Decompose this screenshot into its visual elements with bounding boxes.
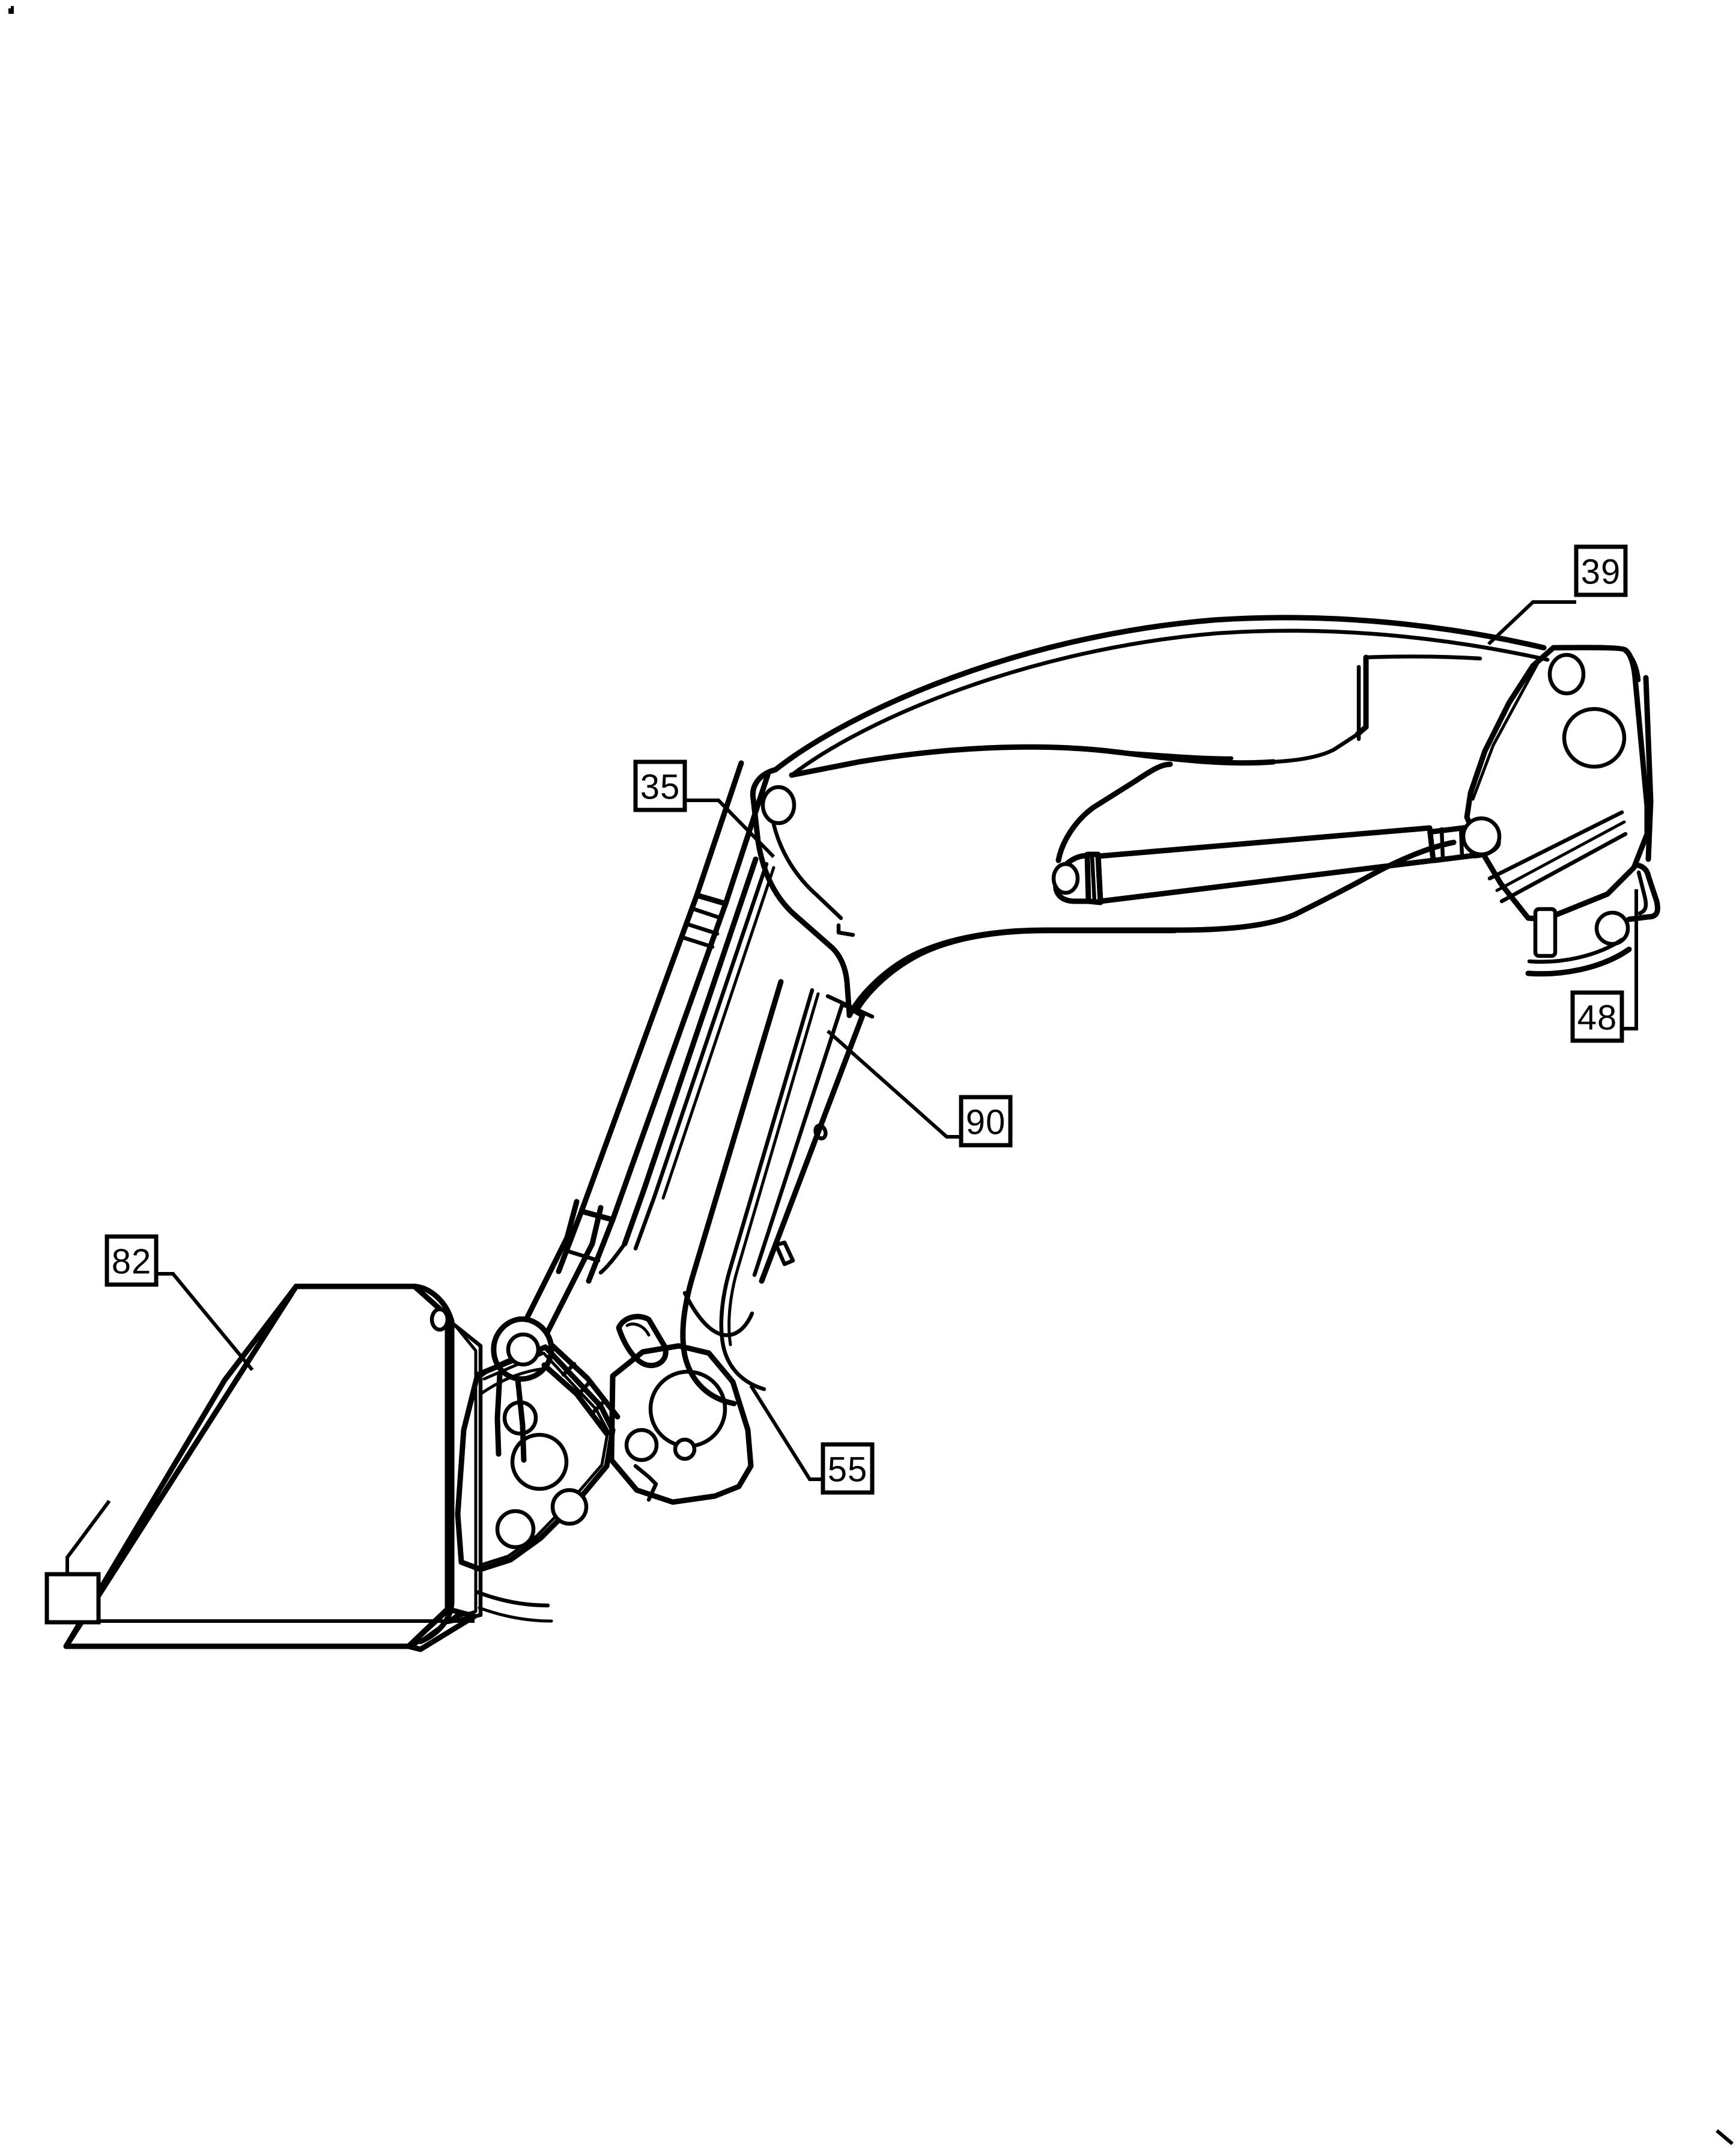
ref-label-48: 48 xyxy=(1577,999,1618,1038)
ref-box-90 xyxy=(959,1095,1013,1148)
main-boom-arm xyxy=(750,615,1550,1018)
bucket-linkage xyxy=(491,1199,621,1463)
leader-line-90 xyxy=(827,1029,961,1139)
inner-tilt-rod xyxy=(598,856,775,1275)
corner-artifact-bottom-right xyxy=(1716,2129,1734,2146)
leader-line-55 xyxy=(749,1384,823,1481)
ref-box-39 xyxy=(1574,544,1628,597)
head-mount-plate xyxy=(1461,645,1660,977)
callout-55[interactable]: 55 xyxy=(749,1384,875,1495)
ref-box-55 xyxy=(821,1442,875,1495)
ref-label-55: 55 xyxy=(828,1450,868,1489)
leader-line-48 xyxy=(1622,889,1638,1030)
callout-35[interactable]: 35 xyxy=(633,759,775,859)
leader-line-39 xyxy=(1487,600,1576,646)
leader-line-35 xyxy=(685,799,775,859)
callout-90[interactable]: 90 xyxy=(827,1029,1013,1148)
bucket-assembly xyxy=(63,1283,553,1652)
ref-label-35: 35 xyxy=(640,768,681,807)
reference-callouts: 39 35 48 90 xyxy=(44,544,1638,1625)
callout-39[interactable]: 39 xyxy=(1487,544,1628,646)
ref-box-35 xyxy=(633,759,687,812)
lift-cylinder xyxy=(556,760,771,1284)
leader-line-82 xyxy=(156,1272,254,1371)
bucket-coupler-plate xyxy=(455,1313,754,1572)
callout-blank[interactable] xyxy=(44,1500,475,1625)
ref-box-48 xyxy=(1570,990,1624,1043)
callout-48[interactable]: 48 xyxy=(1570,889,1638,1043)
corner-artifact-top-left xyxy=(8,6,14,14)
ref-box-82 xyxy=(105,1234,159,1287)
ref-label-39: 39 xyxy=(1581,553,1621,592)
ref-label-82: 82 xyxy=(112,1243,152,1282)
leader-line-blank xyxy=(65,1500,111,1574)
ref-box-blank xyxy=(44,1572,101,1625)
boom-cylinder xyxy=(1051,761,1501,905)
ref-label-90: 90 xyxy=(966,1103,1006,1142)
callout-82[interactable]: 82 xyxy=(105,1234,254,1371)
